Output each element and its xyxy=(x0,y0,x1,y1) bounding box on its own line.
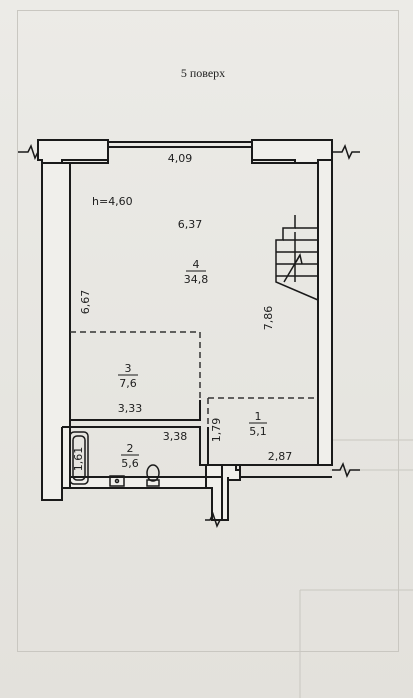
dim-top-wall: 4,09 xyxy=(168,152,193,165)
dim-room3-width: 3,33 xyxy=(118,402,143,415)
room-number: 1 xyxy=(255,410,262,423)
room-number: 2 xyxy=(127,442,134,455)
dim-hall-width: 2,87 xyxy=(268,450,293,463)
room-area: 34,8 xyxy=(184,273,209,286)
room-area: 7,6 xyxy=(119,377,137,390)
room-1-label: 1 5,1 xyxy=(249,410,267,438)
room-area: 5,1 xyxy=(249,425,267,438)
dim-left-wall: 6,67 xyxy=(79,290,92,315)
room-3-label: 3 7,6 xyxy=(118,362,138,390)
exterior-walls xyxy=(37,139,333,521)
toilet-icon xyxy=(146,464,160,487)
room-4-label: 4 34,8 xyxy=(184,258,209,286)
dim-bath-height: 1,61 xyxy=(72,447,85,472)
background-guides xyxy=(299,439,413,698)
dim-bath-width: 3,38 xyxy=(163,430,188,443)
room-number: 3 xyxy=(125,362,132,375)
room-area: 5,6 xyxy=(121,457,139,470)
dim-right-wall: 7,86 xyxy=(262,306,275,331)
height-note: h=4,60 xyxy=(92,195,133,208)
room-2-label: 2 5,6 xyxy=(121,442,139,470)
stairs-icon xyxy=(275,215,319,301)
sheet-frame xyxy=(17,10,399,652)
wall-break-icon xyxy=(18,144,360,528)
floor-title: 5 поверх xyxy=(181,66,225,80)
wall-lines xyxy=(42,141,332,521)
room-number: 4 xyxy=(193,258,200,271)
bathtub-icon xyxy=(69,431,89,485)
dim-hall-height: 1,79 xyxy=(210,418,223,443)
dim-room4-width: 6,37 xyxy=(178,218,203,231)
zone-outlines xyxy=(70,331,318,427)
sink-icon xyxy=(109,475,125,487)
